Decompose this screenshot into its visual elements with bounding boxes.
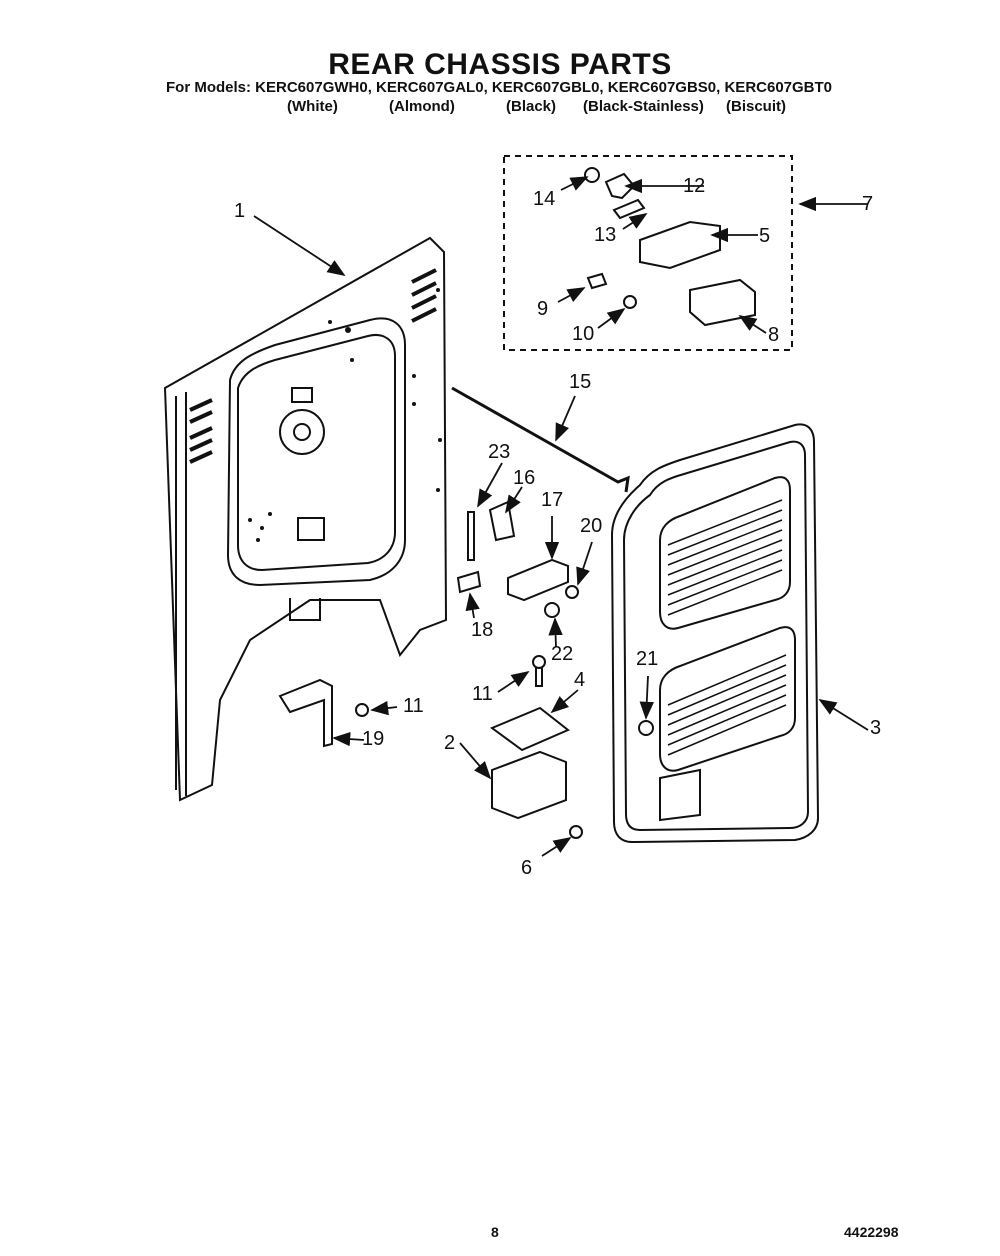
rear-panel-vents	[189, 268, 437, 464]
rear-panel-part	[163, 236, 448, 802]
part-8-switch	[689, 278, 756, 327]
variant-white: (White)	[287, 98, 338, 115]
part-16-block	[488, 500, 516, 542]
variant-black: (Black)	[506, 98, 557, 115]
variant-almond: (Almond)	[389, 98, 455, 115]
models-line: For Models: KERC607GWH0, KERC607GAL0, KE…	[166, 79, 833, 96]
part-18-clip	[456, 570, 482, 594]
right-cover-part	[610, 423, 820, 844]
callout-3: 3	[870, 717, 882, 739]
callout-1: 1	[234, 200, 246, 222]
part-2-bracket	[491, 750, 567, 820]
callout-16: 16	[513, 467, 536, 489]
kit-parts	[584, 167, 756, 327]
part-11-screw-b	[355, 703, 369, 717]
part-22-nut	[544, 602, 560, 618]
callout-14: 14	[533, 188, 556, 210]
callout-6: 6	[521, 857, 533, 879]
rear-panel-holes	[248, 288, 442, 542]
part-20-nut	[565, 585, 579, 599]
callout-9: 9	[537, 298, 549, 320]
part-15-rod	[451, 386, 630, 493]
part-19-bracket	[278, 678, 333, 748]
part-13-screw	[612, 198, 646, 220]
part-17-terminal-block	[507, 558, 569, 602]
callout-21: 21	[636, 648, 659, 670]
part-21-screw	[638, 720, 654, 736]
callout-2: 2	[444, 732, 456, 754]
callout-11-a: 11	[472, 683, 493, 705]
part-6-screw	[569, 825, 583, 839]
document-number: 4422298	[844, 1224, 899, 1240]
leader-lines	[253, 176, 869, 857]
callout-23: 23	[488, 441, 511, 463]
callout-18: 18	[471, 619, 494, 641]
variant-black-stainless: (Black-Stainless)	[583, 98, 704, 115]
callout-22: 22	[551, 643, 574, 665]
part-4-plate	[489, 706, 570, 752]
callout-4: 4	[574, 669, 586, 691]
kit-boundary	[503, 155, 793, 351]
callout-13: 13	[594, 224, 617, 246]
callout-10: 10	[572, 323, 595, 345]
callout-19: 19	[362, 728, 385, 750]
page-number: 8	[491, 1224, 499, 1240]
part-9-screw	[586, 272, 608, 290]
callout-7: 7	[862, 193, 874, 215]
callout-15: 15	[569, 371, 592, 393]
callout-20: 20	[580, 515, 603, 537]
callout-5: 5	[759, 225, 771, 247]
callout-17: 17	[541, 489, 564, 511]
part-5-bracket	[639, 220, 721, 270]
part-10-washer	[623, 295, 637, 309]
callout-12: 12	[683, 175, 706, 197]
part-23-screw	[467, 511, 475, 561]
right-cover-vents	[667, 499, 787, 756]
callout-8: 8	[768, 324, 780, 346]
part-14-nut	[584, 167, 600, 183]
variant-biscuit: (Biscuit)	[726, 98, 786, 115]
page-title: REAR CHASSIS PARTS	[328, 48, 672, 81]
middle-hardware	[278, 386, 654, 839]
callout-11-b: 11	[403, 695, 424, 717]
